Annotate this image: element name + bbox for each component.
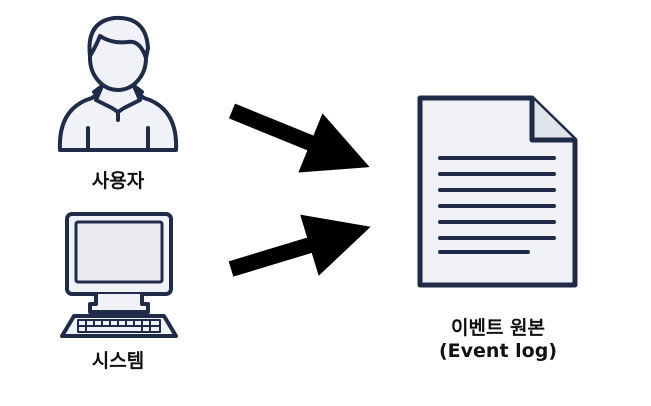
computer-icon <box>60 212 178 338</box>
arrow-user-to-log <box>228 103 370 173</box>
event-log-label: 이벤트 원본 <box>450 317 546 339</box>
event-log-sublabel: (Event log) <box>438 340 558 362</box>
arrow-system-to-log <box>228 214 371 277</box>
user-icon <box>57 15 179 152</box>
document-icon <box>417 95 578 288</box>
system-label: 시스템 <box>91 350 145 372</box>
user-label: 사용자 <box>91 170 145 192</box>
